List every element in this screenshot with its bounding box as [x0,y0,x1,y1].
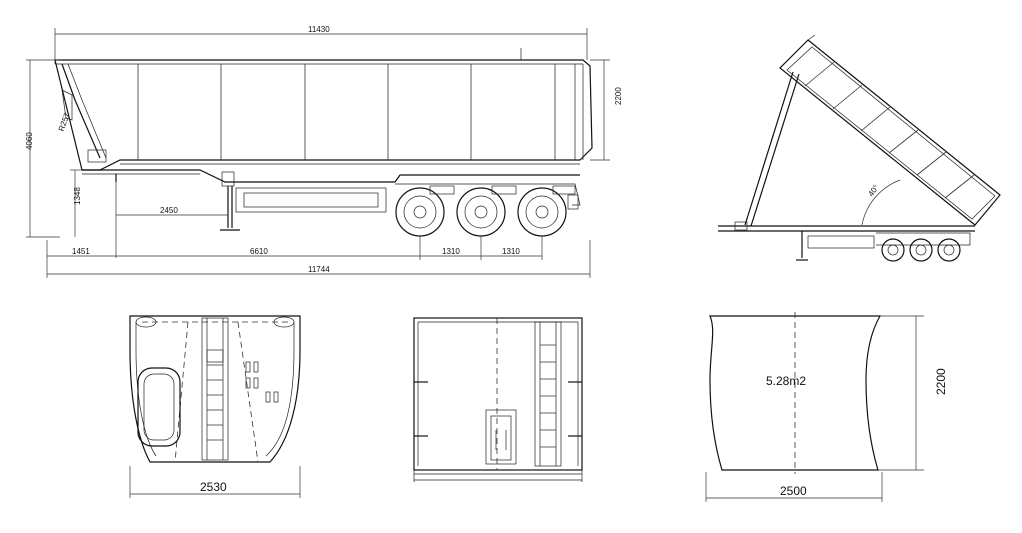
rear-view-width: 2530 [200,480,227,494]
dim-kingpin-to-axles: 6610 [250,247,268,256]
dim-top-length: 11430 [308,25,330,34]
section-view: 5.28m2 2200 2500 [705,312,948,502]
dim-overall-height: 4060 [25,132,34,150]
section-width: 2500 [780,484,807,498]
dim-overall-length: 11744 [308,265,330,274]
dim-kingpin-to-axle: 2450 [160,206,178,215]
dim-floor-height: 1348 [73,187,82,205]
wheel-set [395,187,567,237]
section-area: 5.28m2 [766,374,806,388]
tipping-view: 40° [718,34,1001,262]
dim-front-overhang: 1451 [72,247,90,256]
dim-axle-spacing-2: 1310 [502,247,520,256]
rear-view: 2530 [129,315,301,498]
back-view [413,317,583,482]
side-view: 11430 R257 [25,25,623,278]
dim-body-height: 2200 [614,87,623,105]
dim-axle-spacing-1: 1310 [442,247,460,256]
tipping-angle: 40° [866,183,880,198]
section-height: 2200 [934,368,948,395]
